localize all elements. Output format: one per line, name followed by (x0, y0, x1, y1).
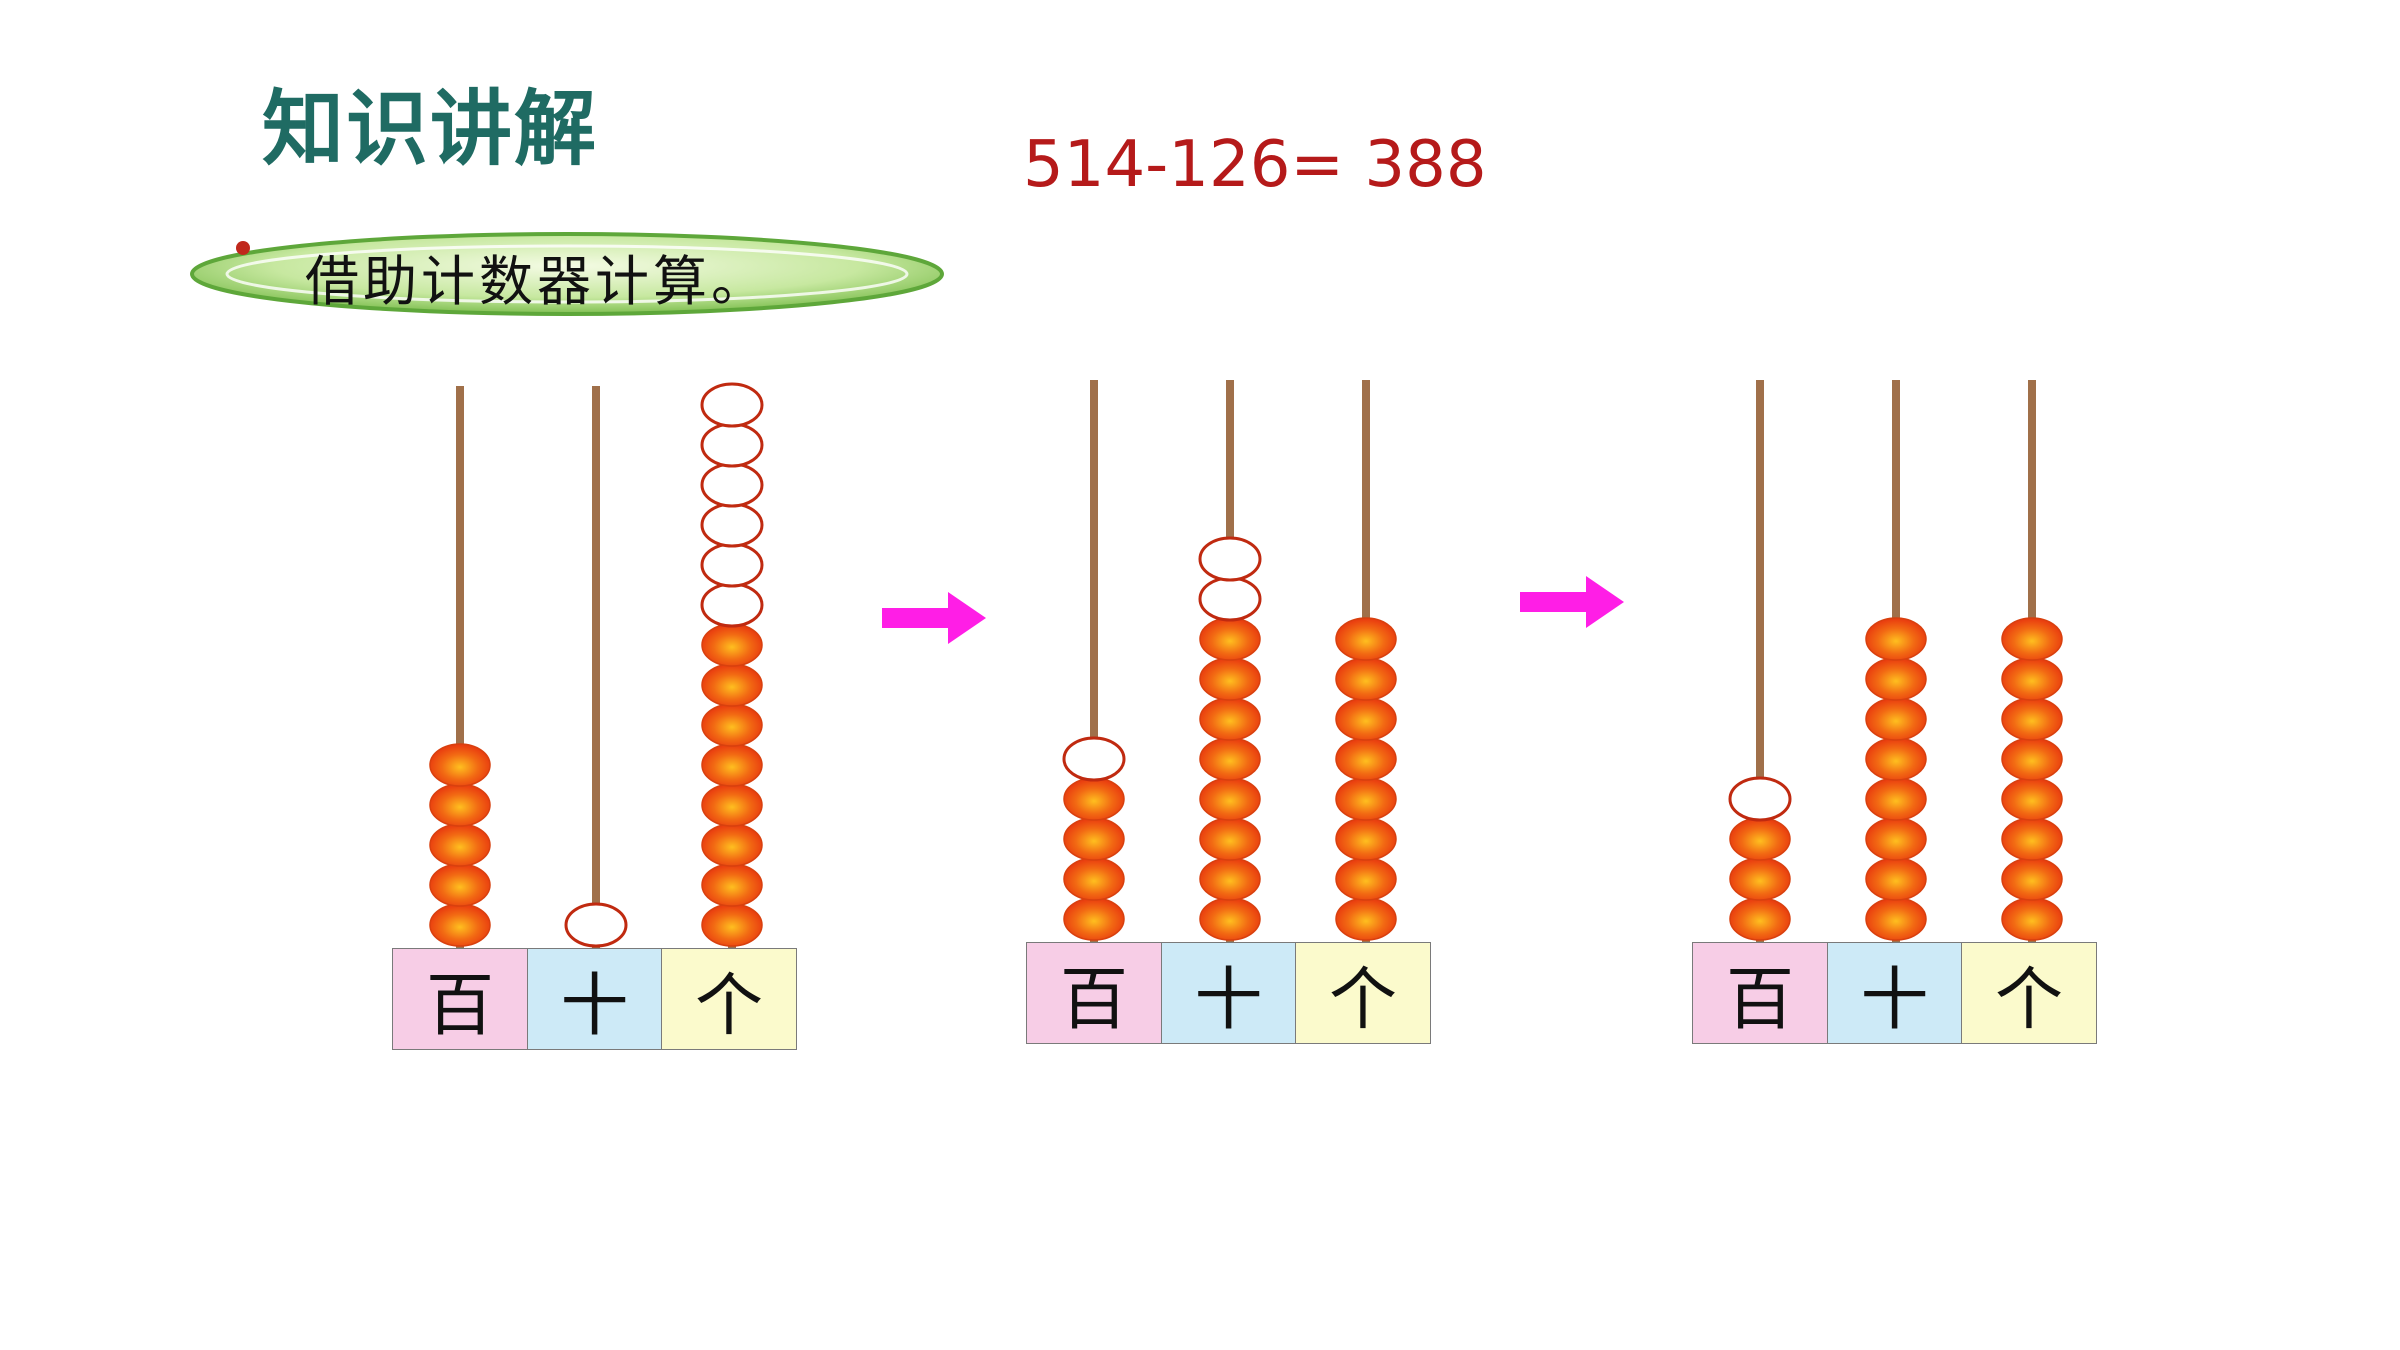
abacus-step-1: 百 十 个 (392, 378, 812, 1098)
bead (1199, 897, 1261, 941)
bead (1865, 777, 1927, 821)
bead (1729, 857, 1791, 901)
page-title: 知识讲解 (262, 82, 599, 177)
bead (1199, 617, 1261, 661)
hollow-bead (700, 502, 764, 548)
bead (2001, 777, 2063, 821)
bead (701, 903, 763, 947)
bead (1335, 697, 1397, 741)
abacus-step-2: 百 十 个 (1026, 372, 1446, 1092)
bead (1335, 857, 1397, 901)
place-ones-label: 个 (661, 948, 797, 1050)
bead (701, 743, 763, 787)
bead (1335, 617, 1397, 661)
bead (1199, 777, 1261, 821)
arrow-right-icon (882, 592, 986, 644)
rod-hundreds (1756, 380, 1764, 942)
hollow-bead (1198, 536, 1262, 582)
bead (2001, 737, 2063, 781)
bead (701, 823, 763, 867)
abacus-base: 百 十 个 (392, 948, 797, 1050)
bead (1335, 657, 1397, 701)
arrow-right-icon (1520, 576, 1624, 628)
bead (1335, 897, 1397, 941)
bead (1865, 817, 1927, 861)
hollow-bead (700, 582, 764, 628)
bead (1199, 737, 1261, 781)
abacus-rods-beads (429, 382, 764, 948)
hollow-bead (1728, 776, 1792, 822)
bead (1199, 817, 1261, 861)
place-ones-label: 个 (1295, 942, 1431, 1044)
hollow-bead (1198, 576, 1262, 622)
rod-hundreds (456, 386, 464, 948)
rod-hundreds (1090, 380, 1098, 942)
bead (2001, 817, 2063, 861)
abacus-base: 百 十 个 (1026, 942, 1431, 1044)
place-tens-label: 十 (1160, 942, 1297, 1044)
bead (1335, 777, 1397, 821)
bead (701, 623, 763, 667)
bead (701, 863, 763, 907)
bead (429, 743, 491, 787)
bead (1063, 857, 1125, 901)
banner-text: 借助计数器计算。 (305, 250, 769, 313)
ladybug-icon (236, 241, 250, 255)
hollow-bead (564, 902, 628, 948)
bead (1729, 817, 1791, 861)
place-hundreds-label: 百 (1692, 942, 1828, 1044)
bead (701, 663, 763, 707)
bead (1865, 697, 1927, 741)
bead (1335, 817, 1397, 861)
bead (2001, 657, 2063, 701)
hollow-bead (700, 382, 764, 428)
bead (1865, 897, 1927, 941)
bead (2001, 857, 2063, 901)
place-tens-label: 十 (526, 948, 663, 1050)
bead (2001, 697, 2063, 741)
bead (1335, 737, 1397, 781)
bead (1865, 737, 1927, 781)
abacus-base: 百 十 个 (1692, 942, 2097, 1044)
bead (1865, 657, 1927, 701)
place-tens-label: 十 (1826, 942, 1963, 1044)
bead (2001, 897, 2063, 941)
bead (1199, 657, 1261, 701)
rod-tens (592, 386, 600, 948)
bead (1865, 617, 1927, 661)
place-hundreds-label: 百 (392, 948, 528, 1050)
bead (701, 783, 763, 827)
place-hundreds-label: 百 (1026, 942, 1162, 1044)
bead (1063, 777, 1125, 821)
place-ones-label: 个 (1961, 942, 2097, 1044)
abacus-rods-beads (1062, 380, 1397, 942)
equation-text: 514-126= 388 (1023, 128, 1487, 202)
bead (429, 863, 491, 907)
hollow-bead (700, 462, 764, 508)
bead (1063, 817, 1125, 861)
hollow-bead (700, 542, 764, 588)
hollow-bead (700, 422, 764, 468)
bead (429, 823, 491, 867)
bead (1199, 697, 1261, 741)
hollow-bead (1062, 736, 1126, 782)
leaf-banner (190, 232, 944, 316)
bead (701, 703, 763, 747)
bead (1063, 897, 1125, 941)
bead (2001, 617, 2063, 661)
abacus-rods-beads (1728, 380, 2063, 942)
abacus-step-3: 百 十 个 (1692, 372, 2112, 1092)
bead (429, 783, 491, 827)
bead (1729, 897, 1791, 941)
bead (1865, 857, 1927, 901)
bead (429, 903, 491, 947)
bead (1199, 857, 1261, 901)
